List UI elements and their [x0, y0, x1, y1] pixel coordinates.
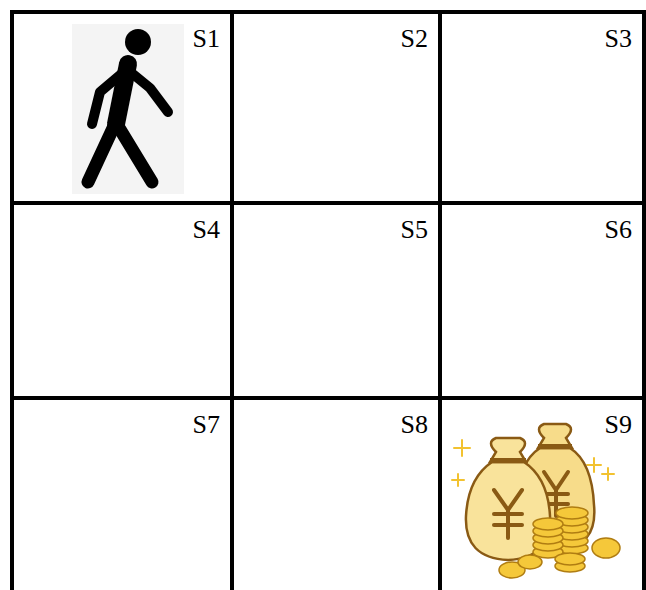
grid-cell: S4 [10, 201, 234, 400]
grid-cell: S9 [438, 396, 646, 590]
state-label: S1 [193, 26, 220, 52]
state-label: S5 [401, 217, 428, 243]
state-label: S7 [193, 412, 220, 438]
state-label: S4 [193, 217, 220, 243]
state-label: S6 [605, 217, 632, 243]
money-bags-icon [452, 424, 620, 578]
state-label: S8 [401, 412, 428, 438]
grid-cell: S2 [230, 10, 442, 205]
state-label: S9 [605, 412, 632, 438]
walker-icon [72, 24, 184, 194]
grid-cell: S6 [438, 201, 646, 400]
grid-cell: S5 [230, 201, 442, 400]
state-label: S3 [605, 26, 632, 52]
grid-cell: S8 [230, 396, 442, 590]
state-label: S2 [401, 26, 428, 52]
grid-cell: S1 [10, 10, 234, 205]
grid-cell: S3 [438, 10, 646, 205]
grid-cell: S7 [10, 396, 234, 590]
